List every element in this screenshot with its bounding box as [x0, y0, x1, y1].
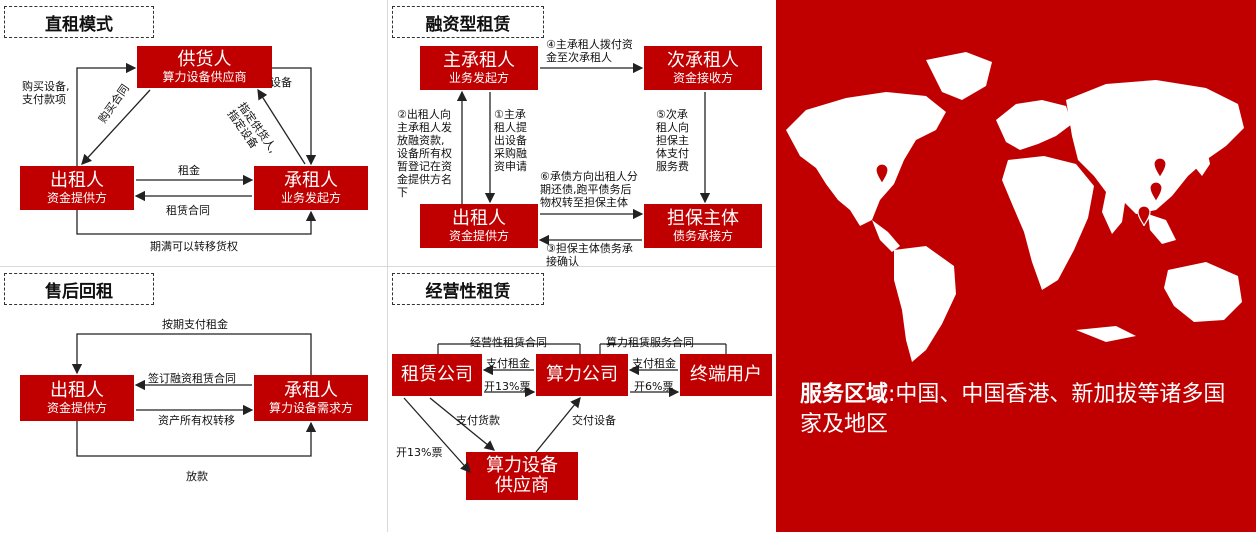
label-ownership: 资产所有权转移 — [158, 414, 235, 427]
divider — [0, 266, 776, 267]
financing-lessor-box: 出租人 资金提供方 — [420, 204, 538, 248]
pin-icon — [875, 163, 889, 185]
compute-main: 算力公司 — [546, 364, 618, 385]
label-transfer: 期满可以转移货权 — [150, 240, 238, 253]
supplier-box: 供货人 算力设备供应商 — [137, 46, 272, 88]
label-invoice13a: 开13%票 — [484, 380, 531, 393]
op-supplier-box: 算力设备 供应商 — [466, 452, 578, 500]
label-rent: 租金 — [178, 164, 200, 177]
label-lease-contract: 租赁合同 — [166, 204, 210, 217]
lessee-main: 承租人 — [284, 169, 338, 191]
service-area-text: 服务区域:中国、中国香港、新加拔等诸多国家及地区 — [800, 380, 1240, 440]
slb-lessee-box: 承租人 算力设备需求方 — [254, 375, 368, 421]
label-pay-goods: 支付货款 — [456, 414, 500, 427]
label-pay-rent2: 支付租金 — [632, 357, 676, 370]
label-step5: ⑤次承 租人向 担保主 体支付 服务费 — [656, 108, 689, 173]
pin-icon — [1153, 157, 1167, 179]
location-pins — [875, 157, 1167, 227]
secondary-lessee-box: 次承租人 资金接收方 — [644, 46, 762, 90]
label-pay-rent: 按期支付租金 — [162, 318, 228, 331]
lessor-box: 出租人 资金提供方 — [20, 166, 134, 210]
guarantor-sub: 债务承接方 — [672, 228, 733, 243]
label-buy: 购买设备, 支付款项 — [22, 80, 70, 106]
label-pay-rent1: 支付租金 — [486, 357, 530, 370]
leasing-company-box: 租赁公司 — [392, 354, 482, 396]
label-invoice6: 开6%票 — [634, 380, 674, 393]
label-step1: ①主承 租人提 出设备 采购融 资申请 — [494, 108, 527, 173]
label-service-contract: 算力租赁服务合同 — [606, 336, 694, 349]
lessor-sub: 资金提供方 — [46, 190, 107, 205]
label-invoice13b: 开13%票 — [396, 446, 443, 459]
slb-lessee-main: 承租人 — [284, 379, 338, 401]
enduser-main: 终端用户 — [690, 364, 762, 385]
operating-lease-title: 经营性租赁 — [392, 273, 544, 305]
label-sign: 签订融资租赁合同 — [148, 372, 236, 385]
primary-main: 主承租人 — [443, 49, 515, 71]
service-body: :中国、中国香港、新加拔等诸多国家及地区 — [800, 382, 1226, 437]
label-step3: ③担保主体债务承 接确认 — [546, 242, 633, 268]
lessee-sub: 业务发起方 — [280, 190, 341, 205]
secondary-sub: 资金接收方 — [672, 70, 733, 85]
slb-lessee-sub: 算力设备需求方 — [268, 400, 353, 415]
lessee-box: 承租人 业务发起方 — [254, 166, 368, 210]
fin-lessor-sub: 资金提供方 — [448, 228, 509, 243]
lessor-main: 出租人 — [50, 169, 104, 191]
primary-sub: 业务发起方 — [448, 70, 509, 85]
label-op-contract: 经营性租赁合同 — [470, 336, 547, 349]
label-step4: ④主承租人拨付资 金至次承租人 — [546, 38, 633, 64]
fin-lessor-main: 出租人 — [452, 207, 506, 229]
guarantor-box: 担保主体 债务承接方 — [644, 204, 762, 248]
label-step2: ②出租人向 主承租人发 放融资款, 设备所有权 暂登记在资 金提供方名 下 — [397, 108, 452, 199]
leasing-main: 租赁公司 — [401, 364, 473, 385]
label-step6: ⑥承债方向出租人分 期还债,跑平债务后 物权转至担保主体 — [540, 170, 638, 209]
guarantor-main: 担保主体 — [667, 207, 739, 229]
pin-icon — [1137, 205, 1151, 227]
slb-lessor-main: 出租人 — [50, 379, 104, 401]
slb-lessor-sub: 资金提供方 — [46, 400, 107, 415]
supplier-main: 供货人 — [177, 48, 232, 70]
label-deliver: 交付设备 — [572, 414, 616, 427]
direct-lease-title: 直租模式 — [4, 6, 154, 38]
secondary-main: 次承租人 — [667, 49, 739, 71]
supplier-sub: 算力设备供应商 — [162, 69, 247, 84]
op-supplier-main: 算力设备 供应商 — [486, 455, 558, 496]
financing-lease-title: 融资型租赁 — [392, 6, 544, 38]
label-loan: 放款 — [186, 470, 208, 483]
pin-icon — [1149, 181, 1163, 203]
slb-lessor-box: 出租人 资金提供方 — [20, 375, 134, 421]
sale-leaseback-title: 售后回租 — [4, 273, 154, 305]
label-equipment: 设备 — [270, 76, 292, 89]
service-heading: 服务区域 — [800, 382, 889, 407]
compute-company-box: 算力公司 — [536, 354, 628, 396]
end-user-box: 终端用户 — [680, 354, 772, 396]
world-map — [786, 52, 1244, 362]
world-map-panel — [776, 0, 1256, 532]
primary-lessee-box: 主承租人 业务发起方 — [420, 46, 538, 90]
